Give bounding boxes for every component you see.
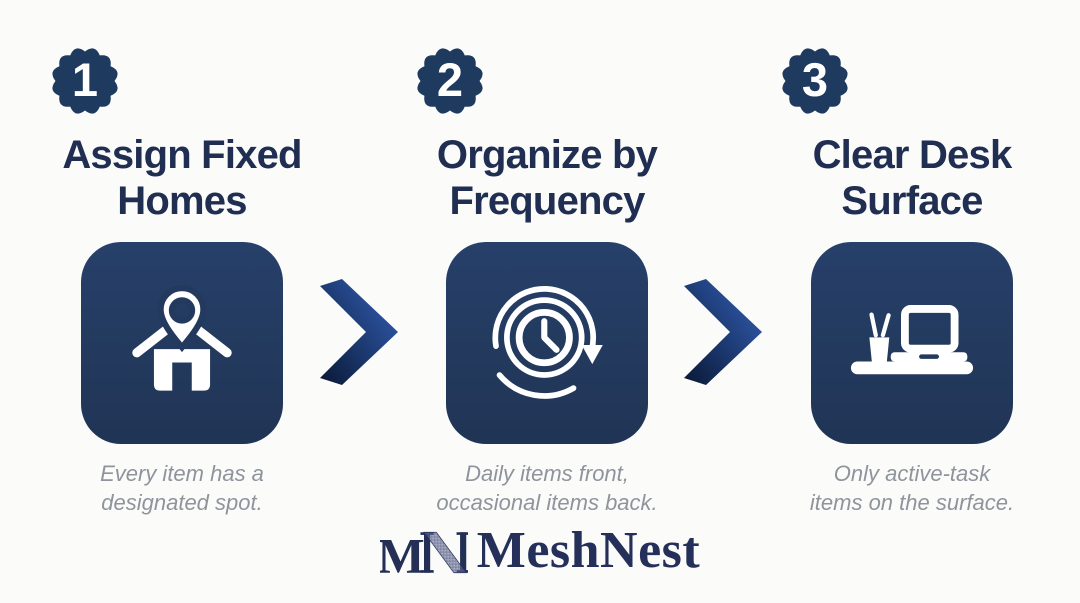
- step-caption-line1: Every item has a: [100, 461, 264, 487]
- step-title-line2: Surface: [841, 178, 983, 223]
- step-caption: Daily items front, occasional items back…: [436, 459, 657, 517]
- step-number: 3: [801, 53, 829, 106]
- step-title-line2: Homes: [117, 178, 247, 223]
- step-number: 1: [71, 53, 99, 106]
- monogram-letter-n: [420, 531, 468, 573]
- scalloped-seal-icon: [52, 48, 118, 114]
- brand-name: MeshNest: [476, 522, 701, 579]
- brand-logo: M MeshNest: [0, 522, 1080, 580]
- step-caption: Only active-task items on the surface.: [810, 459, 1014, 517]
- scalloped-seal-icon: [417, 48, 483, 114]
- step-column-1: 1 Assign Fixed Homes Every item has a de…: [17, 0, 347, 517]
- chevron-right-icon: [684, 279, 762, 385]
- step-number-badge: 2: [409, 40, 491, 122]
- step-caption-line2: items on the surface.: [809, 490, 1015, 516]
- step-icon-tile: [446, 242, 648, 445]
- step-number-badge: 3: [774, 40, 856, 122]
- step-title: Organize by Frequency: [436, 133, 658, 224]
- step-caption-line1: Only active-task: [833, 461, 991, 487]
- step-title-line2: Frequency: [449, 178, 645, 223]
- step-icon-tile: [811, 242, 1013, 445]
- step-title-line1: Organize by: [436, 133, 658, 177]
- step-number-badge: 1: [44, 40, 126, 122]
- step-caption-line2: occasional items back.: [436, 490, 658, 516]
- clock-recurring-cycle-icon: [492, 286, 603, 400]
- step-column-3: 3 Clear Desk Surface Only active-task: [747, 0, 1077, 517]
- step-title-line1: Assign Fixed: [62, 133, 302, 177]
- steps-row: 1 Assign Fixed Homes Every item has a de…: [17, 0, 1077, 517]
- chevron-right-icon: [320, 279, 398, 385]
- step-caption: Every item has a designated spot.: [100, 459, 264, 517]
- house-location-pin-icon: [132, 285, 232, 391]
- scalloped-seal-icon: [782, 48, 848, 114]
- step-title: Clear Desk Surface: [812, 133, 1013, 224]
- step-title: Assign Fixed Homes: [62, 133, 302, 224]
- monogram-letter-m: M: [380, 527, 425, 579]
- step-number: 2: [436, 53, 464, 106]
- step-caption-line1: Daily items front,: [465, 461, 629, 487]
- meshnest-monogram-icon: M: [380, 527, 468, 580]
- step-title-line1: Clear Desk: [812, 133, 1013, 177]
- step-icon-tile: [81, 242, 283, 445]
- step-column-2: 2 Organize by Frequency: [382, 0, 712, 517]
- step-caption-line2: designated spot.: [101, 490, 263, 516]
- desk-with-laptop-icon: [850, 305, 974, 375]
